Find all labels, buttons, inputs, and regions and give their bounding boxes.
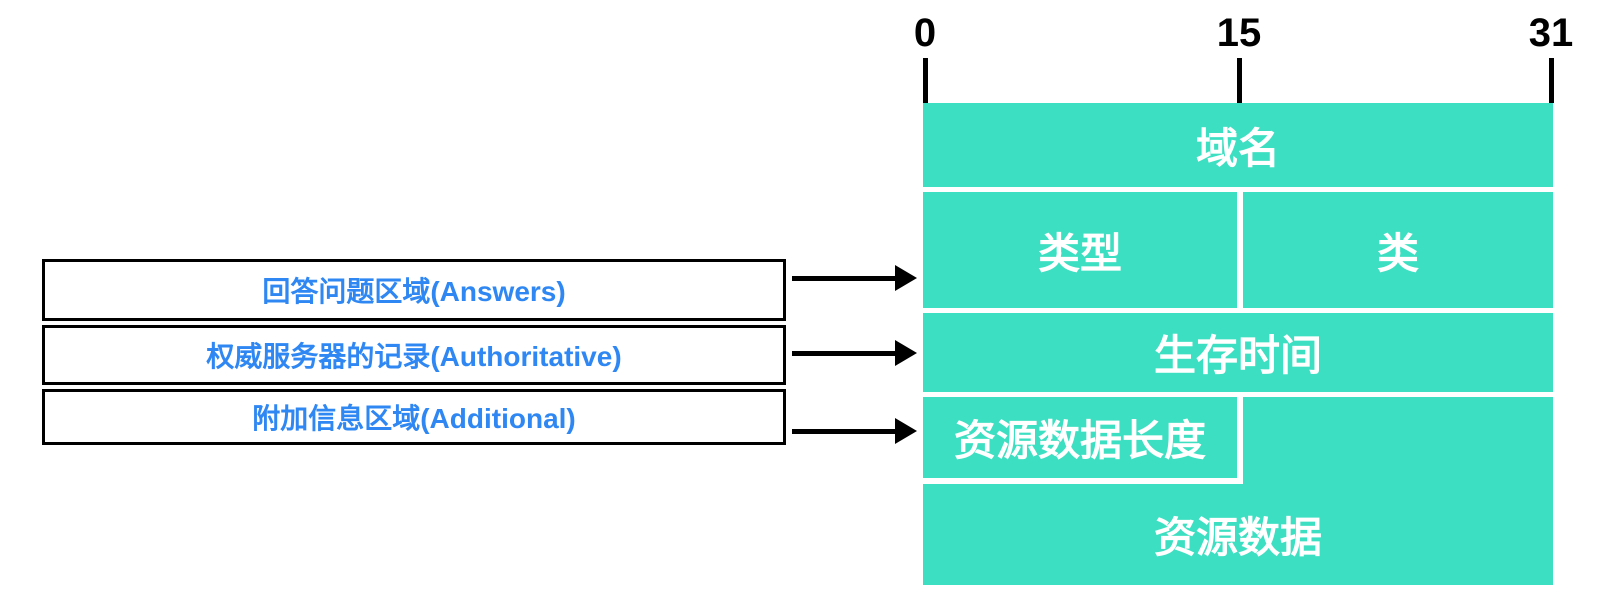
- bit-axis-label-31: 31: [1528, 11, 1574, 55]
- field-class: 类: [1243, 192, 1553, 308]
- section-box-authoritative: 权威服务器的记录(Authoritative): [42, 325, 786, 385]
- section-label-answers: 回答问题区域(Answers): [262, 276, 566, 307]
- arrow-head-icon: [895, 265, 917, 291]
- bit-tick-15: [1237, 58, 1242, 103]
- arrow-shaft: [792, 276, 896, 281]
- bit-axis-label-15: 15: [1216, 11, 1262, 55]
- field-ttl: 生存时间: [923, 313, 1553, 392]
- field-type: 类型: [923, 192, 1237, 308]
- bit-tick-0: [923, 58, 928, 103]
- field-domain-name: 域名: [923, 103, 1553, 187]
- arrow-shaft: [792, 351, 896, 356]
- arrow-answers-to-record: [792, 265, 917, 291]
- bit-tick-31: [1549, 58, 1554, 103]
- arrow-head-icon: [895, 340, 917, 366]
- arrow-authoritative-to-record: [792, 340, 917, 366]
- section-box-additional: 附加信息区域(Additional): [42, 389, 786, 445]
- field-rdata-region: 资源数据长度 资源数据: [923, 397, 1553, 585]
- field-rdata-length: 资源数据长度: [923, 397, 1243, 484]
- arrow-head-icon: [895, 418, 917, 444]
- arrow-shaft: [792, 429, 896, 434]
- bit-axis-label-0: 0: [913, 11, 937, 55]
- arrow-additional-to-record: [792, 418, 917, 444]
- section-label-additional: 附加信息区域(Additional): [252, 403, 576, 434]
- field-rdata: 资源数据: [1153, 514, 1322, 561]
- section-label-authoritative: 权威服务器的记录(Authoritative): [206, 341, 622, 372]
- section-box-answers: 回答问题区域(Answers): [42, 259, 786, 321]
